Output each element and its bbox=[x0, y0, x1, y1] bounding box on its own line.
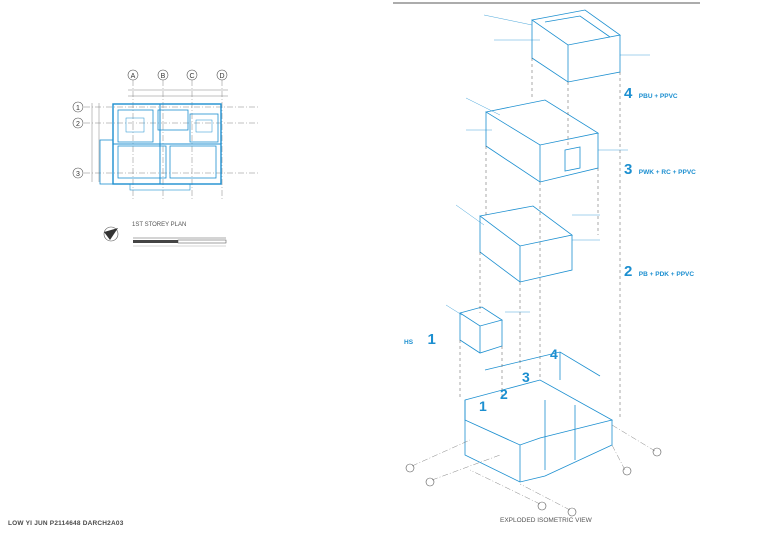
grid-row-2: 2 bbox=[76, 121, 80, 128]
assembly-badge-4: 4 bbox=[550, 346, 558, 362]
plan-grid-rows: 1 2 3 bbox=[72, 101, 258, 179]
package-4-label: 4 PBU + PPVC bbox=[624, 85, 678, 103]
projection-lines bbox=[459, 58, 621, 420]
grid-col-b: B bbox=[161, 73, 166, 80]
package-2-number: 2 bbox=[624, 263, 633, 280]
package-4-text: PBU + PPVC bbox=[638, 93, 678, 100]
isometric-title: EXPLODED ISOMETRIC VIEW bbox=[500, 517, 592, 524]
package-3-number: 3 bbox=[624, 161, 633, 178]
assembly-badge-1: 1 bbox=[479, 398, 487, 414]
package-3-label: 3 PWK + RC + PPVC bbox=[624, 161, 696, 179]
package-3-text: PWK + RC + PPVC bbox=[638, 169, 696, 176]
assembly-badge-3: 3 bbox=[522, 369, 530, 385]
author-credit: LOW YI JUN P2114648 DARCH2A03 bbox=[8, 520, 124, 527]
callout-leaders bbox=[445, 14, 650, 316]
package-2-label: 2 PB + PDK + PPVC bbox=[624, 263, 694, 281]
isometric-modules bbox=[459, 9, 621, 483]
scale-bar bbox=[133, 237, 227, 247]
plan-walls bbox=[99, 103, 222, 191]
package-2-text: PB + PDK + PPVC bbox=[638, 271, 695, 278]
grid-row-1: 1 bbox=[76, 105, 80, 112]
grid-row-3: 3 bbox=[76, 171, 80, 178]
assembly-badge-2: 2 bbox=[500, 386, 508, 402]
plan-grid-columns: A B C D bbox=[127, 69, 228, 200]
grid-col-d: D bbox=[219, 73, 224, 80]
package-1-label: HS 1 bbox=[404, 331, 436, 349]
north-arrow-icon bbox=[103, 226, 119, 242]
isometric-gridlines bbox=[411, 424, 656, 511]
grid-col-a: A bbox=[131, 73, 136, 80]
grid-col-c: C bbox=[189, 73, 194, 80]
package-4-number: 4 bbox=[624, 85, 633, 102]
package-1-text: HS bbox=[404, 339, 414, 346]
isometric-grid-bubbles bbox=[405, 447, 662, 517]
plan-dimensions bbox=[91, 89, 228, 182]
package-1-number: 1 bbox=[427, 331, 436, 348]
plan-title: 1ST STOREY PLAN bbox=[132, 222, 187, 228]
